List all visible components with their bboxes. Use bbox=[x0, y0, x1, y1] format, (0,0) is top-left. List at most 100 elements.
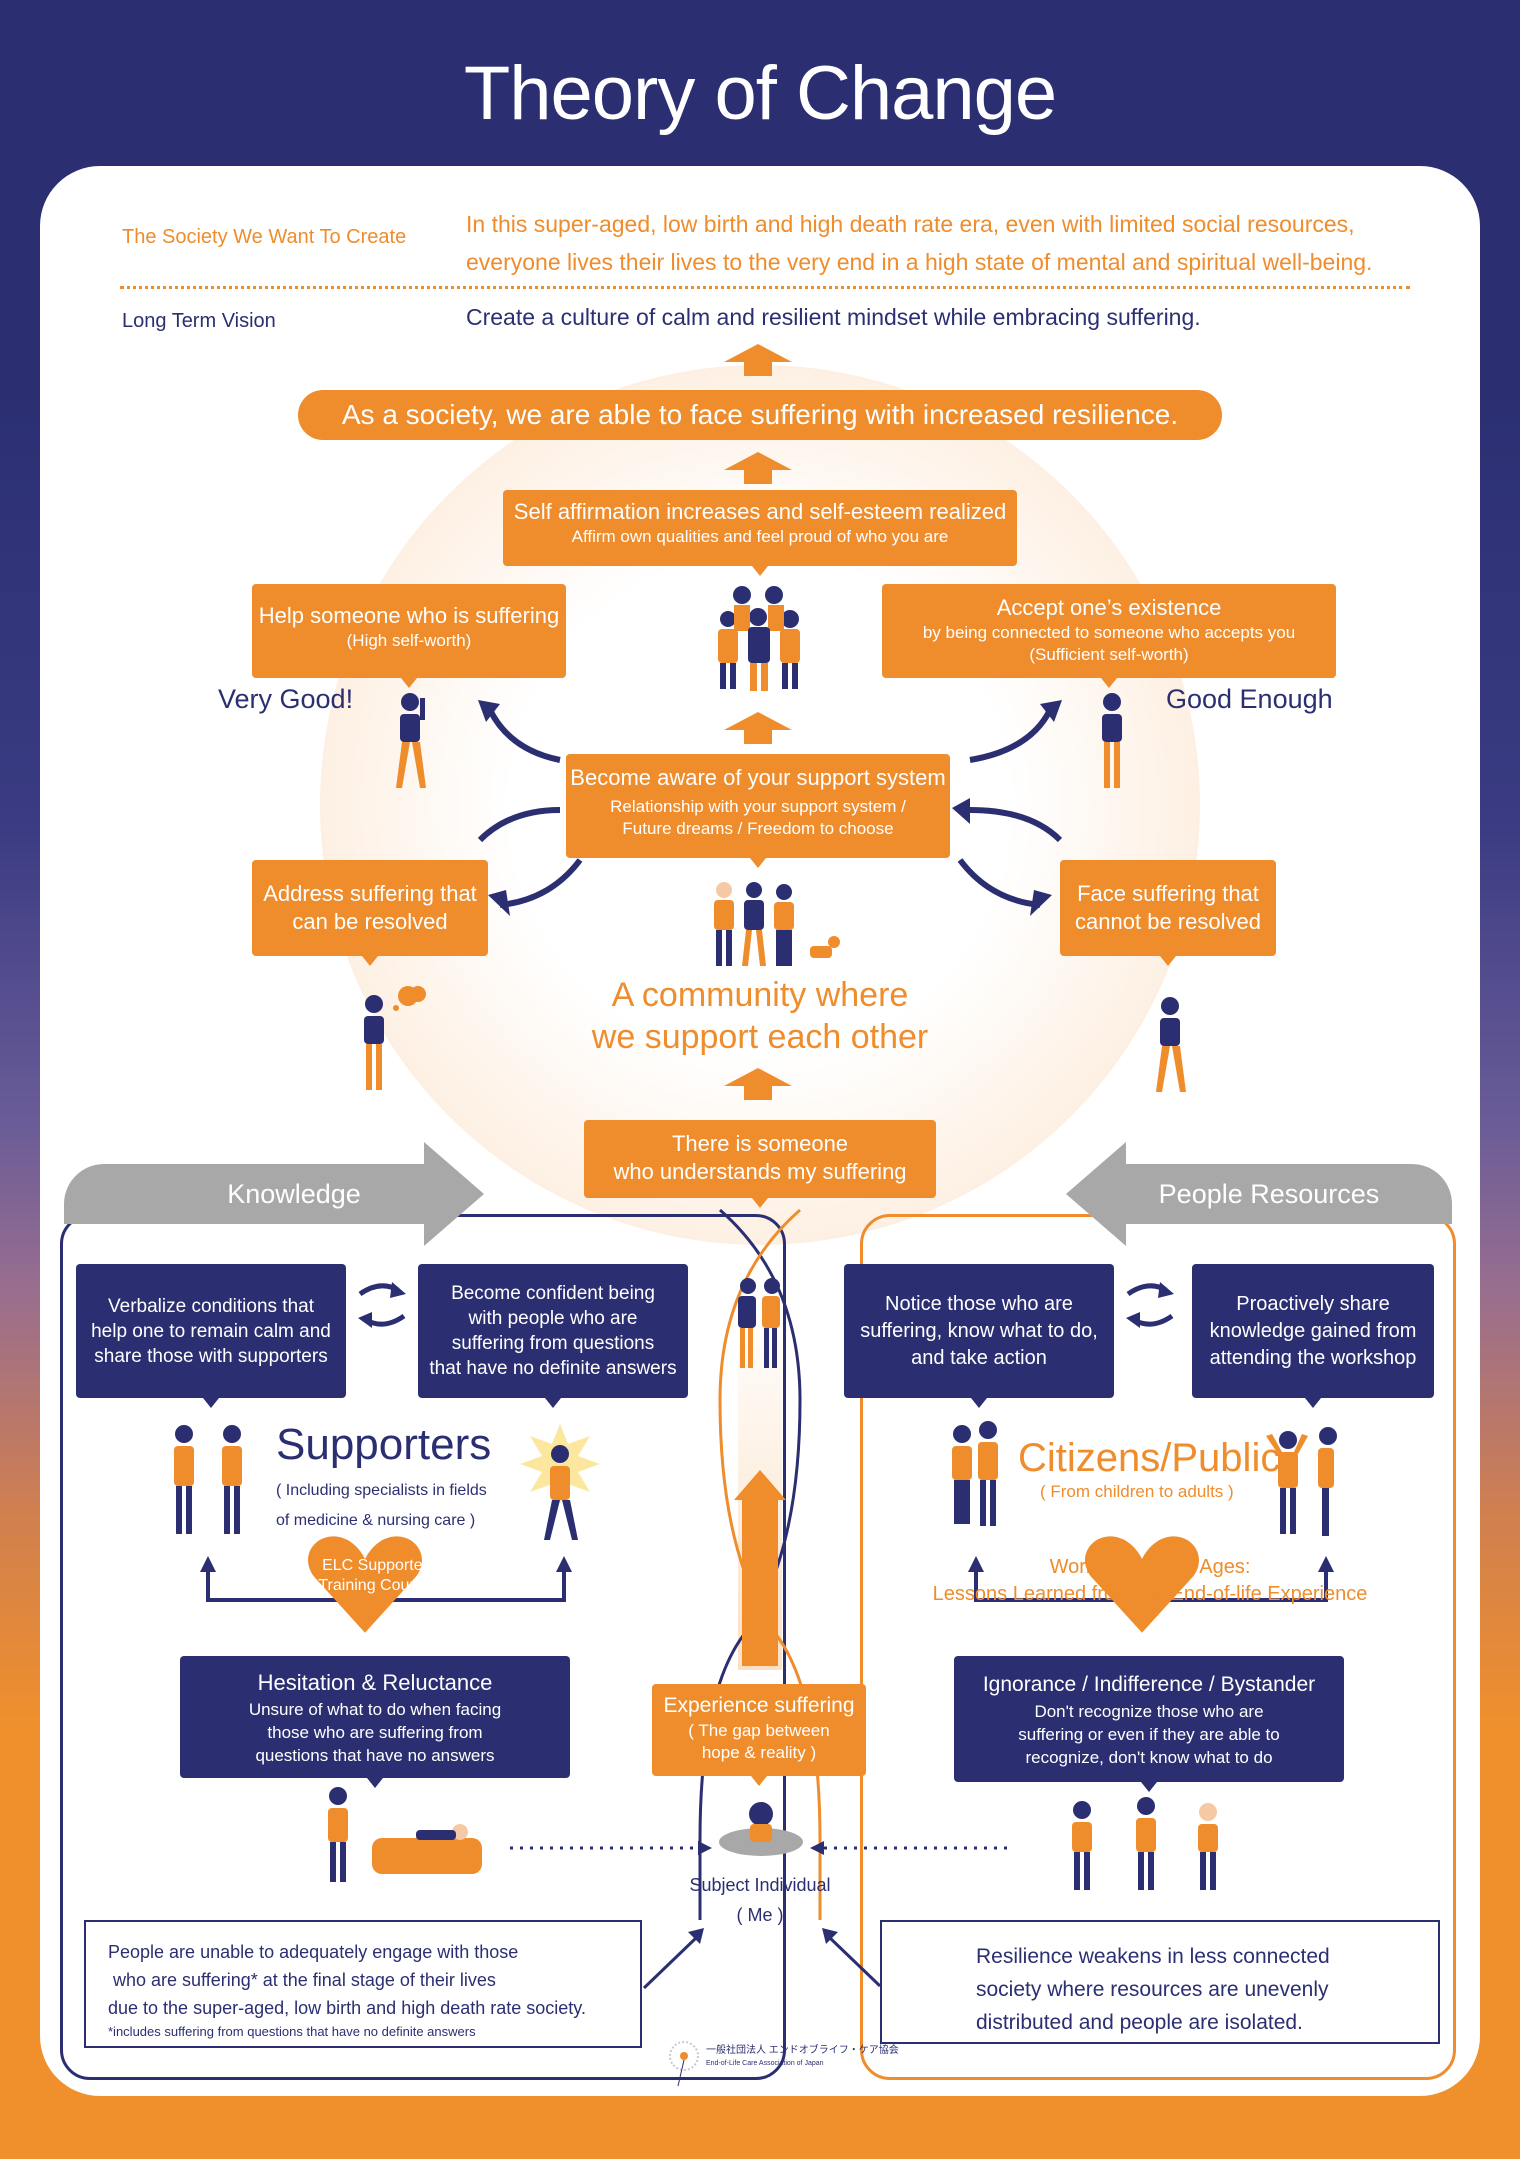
verbalize-box: Verbalize conditions that help one to re… bbox=[76, 1264, 346, 1408]
notice-line1: Notice those who are bbox=[885, 1292, 1073, 1315]
person-standing-icon bbox=[1102, 693, 1122, 788]
dandelion-logo-icon bbox=[669, 2041, 699, 2087]
curved-arrow-icon bbox=[957, 858, 1041, 908]
citizens-pair-icon bbox=[952, 1421, 998, 1526]
hesitation-line1: Unsure of what to do when facing bbox=[248, 1699, 502, 1719]
right-context-line2: society where resources are unevenly bbox=[976, 1978, 1329, 2001]
cycle-arrows bbox=[477, 700, 1063, 916]
share-line2: knowledge gained from bbox=[1209, 1319, 1417, 1342]
exchange-arrows-icon bbox=[358, 1282, 406, 1328]
curved-arrow-icon bbox=[487, 708, 561, 763]
supporters-title: Supporters bbox=[276, 1420, 492, 1469]
face-line2: cannot be resolved bbox=[1075, 909, 1261, 934]
bystanders-icon bbox=[1072, 1797, 1218, 1890]
up-arrow-icon bbox=[724, 712, 792, 744]
elc-line1: ELC Supporter bbox=[322, 1557, 428, 1574]
notice-box: Notice those who are suffering, know wha… bbox=[844, 1264, 1114, 1408]
subject-label: Subject Individual ( Me ) bbox=[680, 1870, 840, 1930]
subject-line2: ( Me ) bbox=[736, 1905, 784, 1925]
page-title: Theory of Change bbox=[463, 51, 1057, 136]
person-standing-icon bbox=[1156, 997, 1186, 1092]
people-resources-arrowhead-icon bbox=[1066, 1142, 1126, 1246]
confident-line1: Become confident being bbox=[451, 1283, 655, 1304]
logo-jp: 一般社団法人 エンドオブライフ・ケア協会 bbox=[706, 2045, 899, 2056]
accept-existence-sub2: (Sufficient self-worth) bbox=[1029, 645, 1189, 664]
person-cheering-icon bbox=[396, 693, 426, 788]
up-arrow-icon bbox=[724, 344, 792, 376]
dotted-arrows bbox=[510, 1841, 1012, 1855]
accept-existence-sub1: by being connected to someone who accept… bbox=[922, 623, 1296, 642]
people-resources-label: People Resources bbox=[1158, 1179, 1380, 1209]
ignorance-line2: suffering or even if they are able to bbox=[1018, 1724, 1280, 1744]
support-system-sub2: Future dreams / Freedom to choose bbox=[622, 819, 894, 838]
experience-suffering-box: Experience suffering ( The gap between h… bbox=[652, 1684, 866, 1786]
ignorance-line1: Don't recognize those who are bbox=[1034, 1701, 1264, 1721]
up-arrow-shaft bbox=[742, 1496, 778, 1666]
subject-individual-icon bbox=[719, 1802, 803, 1856]
left-context-box: People are unable to adequately engage w… bbox=[84, 1920, 642, 2048]
society-label: The Society We Want To Create bbox=[122, 226, 407, 248]
supporters-sub1: ( Including specialists in fields bbox=[276, 1482, 487, 1499]
supporters-people-icon bbox=[174, 1425, 242, 1534]
curved-arrow-icon bbox=[477, 807, 561, 843]
community-line1: A community where bbox=[611, 976, 909, 1014]
supporters-sub2: of medicine & nursing care ) bbox=[276, 1512, 476, 1529]
experience-title: Experience suffering bbox=[663, 1694, 855, 1717]
self-affirmation-title: Self affirmation increases and self-este… bbox=[513, 499, 1007, 524]
up-arrow-icon bbox=[724, 1068, 792, 1100]
exchange-arrows-icon bbox=[1126, 1282, 1174, 1328]
hesitation-line2: those who are suffering from bbox=[267, 1722, 483, 1742]
ignorance-title: Ignorance / Indifference / Bystander bbox=[982, 1672, 1316, 1696]
help-someone-box: Help someone who is suffering (High self… bbox=[252, 584, 566, 688]
right-context-box: Resilience weakens in less connected soc… bbox=[880, 1920, 1440, 2044]
citizens-title: Citizens/Public bbox=[1018, 1436, 1281, 1480]
curved-arrow-icon bbox=[499, 858, 583, 908]
diagonal-arrows bbox=[642, 1928, 882, 1990]
ignorance-line3: recognize, don't know what to do bbox=[1025, 1747, 1273, 1767]
accept-existence-title: Accept one’s existence bbox=[996, 595, 1222, 620]
left-context-line2: who are suffering* at the final stage of… bbox=[108, 1970, 496, 1990]
share-knowledge-box: Proactively share knowledge gained from … bbox=[1192, 1264, 1434, 1408]
footer-logo-text: 一般社団法人 エンドオブライフ・ケア協会 End-of-Life Care As… bbox=[706, 2044, 899, 2070]
workshop-line1: Workshop for All Ages: bbox=[1049, 1556, 1251, 1578]
left-context-line1: People are unable to adequately engage w… bbox=[108, 1942, 519, 1962]
curved-arrow-icon bbox=[969, 708, 1053, 763]
workshop-label: Workshop for All Ages: Lessons Learned f… bbox=[900, 1554, 1400, 1608]
up-arrow-icon bbox=[724, 452, 792, 484]
hesitation-line3: questions that have no answers bbox=[255, 1745, 495, 1765]
confident-line4: that have no definite answers bbox=[429, 1358, 677, 1379]
someone-understands-box: There is someone who understands my suff… bbox=[584, 1120, 936, 1208]
ignorance-box: Ignorance / Indifference / Bystander Don… bbox=[954, 1656, 1344, 1792]
vision-label: Long Term Vision bbox=[122, 310, 276, 332]
address-line2: can be resolved bbox=[292, 909, 448, 934]
right-context-line3: distributed and people are isolated. bbox=[976, 2011, 1303, 2034]
heart-icon bbox=[1085, 1536, 1199, 1633]
right-context-line1: Resilience weakens in less connected bbox=[976, 1945, 1330, 1968]
verbalize-line2: help one to remain calm and bbox=[91, 1320, 331, 1342]
outcome-banner: As a society, we are able to face suffer… bbox=[298, 390, 1222, 440]
logo-en: End-of-Life Care Association of Japan bbox=[706, 2060, 824, 2067]
address-line1: Address suffering that bbox=[263, 881, 477, 906]
supporters-subtitle: ( Including specialists in fields of med… bbox=[276, 1476, 487, 1536]
citizens-cheering-icon bbox=[1266, 1427, 1337, 1536]
community-title: A community where we support each other bbox=[520, 974, 1000, 1058]
heart-icon bbox=[308, 1536, 422, 1633]
workshop-line2: Lessons Learned from the End-of-life Exp… bbox=[932, 1583, 1368, 1605]
confident-line3: suffering from questions bbox=[451, 1333, 655, 1354]
experience-sub2: hope & reality ) bbox=[701, 1743, 817, 1762]
knowledge-arrow: Knowledge bbox=[64, 1164, 424, 1224]
good-enough-label: Good Enough bbox=[1166, 684, 1333, 714]
accept-existence-box: Accept one’s existence by being connecte… bbox=[882, 584, 1336, 688]
people-resources-arrow: People Resources bbox=[1126, 1164, 1452, 1224]
help-someone-sub: (High self-worth) bbox=[346, 631, 472, 650]
help-someone-title: Help someone who is suffering bbox=[258, 603, 560, 628]
support-system-title: Become aware of your support system bbox=[570, 765, 946, 790]
citizens-subtitle: ( From children to adults ) bbox=[1040, 1482, 1234, 1501]
someone-line1: There is someone bbox=[671, 1131, 849, 1156]
community-people-icon bbox=[714, 882, 840, 966]
become-confident-box: Become confident being with people who a… bbox=[418, 1264, 688, 1408]
share-line3: attending the workshop bbox=[1209, 1346, 1417, 1369]
supporter-shining-icon bbox=[520, 1424, 600, 1540]
support-system-box: Become aware of your support system Rela… bbox=[566, 754, 950, 868]
support-system-sub1: Relationship with your support system / bbox=[610, 797, 906, 816]
